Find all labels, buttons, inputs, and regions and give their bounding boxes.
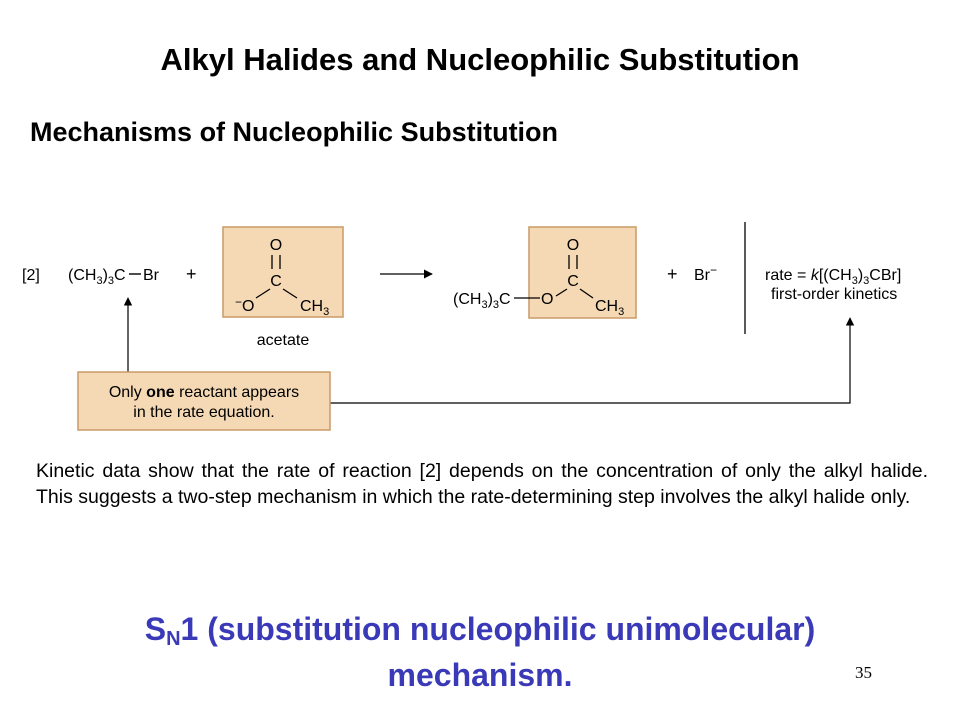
bromide-ion: Br− [694,263,717,284]
product-ester-box [528,226,637,319]
reaction-scheme: [2] (CH3)3C Br + O C −O CH3 acetate (CH3… [22,222,901,431]
product-ester-oxygen: O [541,291,553,308]
callout-line-2: in the rate equation. [133,404,274,421]
reactant-tert-butyl-bromide: (CH3)3C [68,267,126,287]
product-methyl: CH3 [595,298,624,318]
product-cc-bond [579,288,594,299]
acetate-carbon: C [270,273,282,290]
acetate-cc-bond [282,288,298,299]
sn1-line-1: 1 (substitution nucleophilic unimolecula… [180,611,816,647]
slide-subtitle: Mechanisms of Nucleophilic Substitution [30,117,559,147]
reaction-number: [2] [22,267,40,284]
body-paragraph: Kinetic data show that the rate of react… [36,460,928,508]
product-carbon: C [567,273,579,290]
callout-box [77,371,331,431]
product-tert-butyl-group: (CH3)3C [453,291,511,311]
sn1-s: S [144,611,167,647]
sn1-heading: SN1 (substitution nucleophilic unimolecu… [0,606,960,698]
acetate-methyl: CH3 [300,298,329,318]
callout-arrow-right [330,317,855,404]
sn1-line-2: mechanism. [387,657,573,693]
product-oxygen-top: O [567,237,579,254]
plus-sign: + [667,264,678,284]
plus-sign: + [186,264,197,284]
page-number: 35 [855,663,872,682]
acetate-oxygen-anion: −O [235,295,254,315]
slide-title: Alkyl Halides and Nucleophilic Substitut… [160,42,800,77]
callout-line-1: Only one reactant appears [109,384,299,401]
rate-equation: rate = k[(CH3)3CBr] [765,267,901,287]
kinetics-label: first-order kinetics [771,286,897,303]
acetate-oxygen-top: O [270,237,282,254]
acetate-label: acetate [257,332,310,349]
sn1-subscript: N [166,628,181,650]
acetate-co-bond [255,288,271,299]
product-co-bond [555,288,568,297]
acetate-box [222,226,344,318]
bromine-atom: Br [143,267,160,284]
